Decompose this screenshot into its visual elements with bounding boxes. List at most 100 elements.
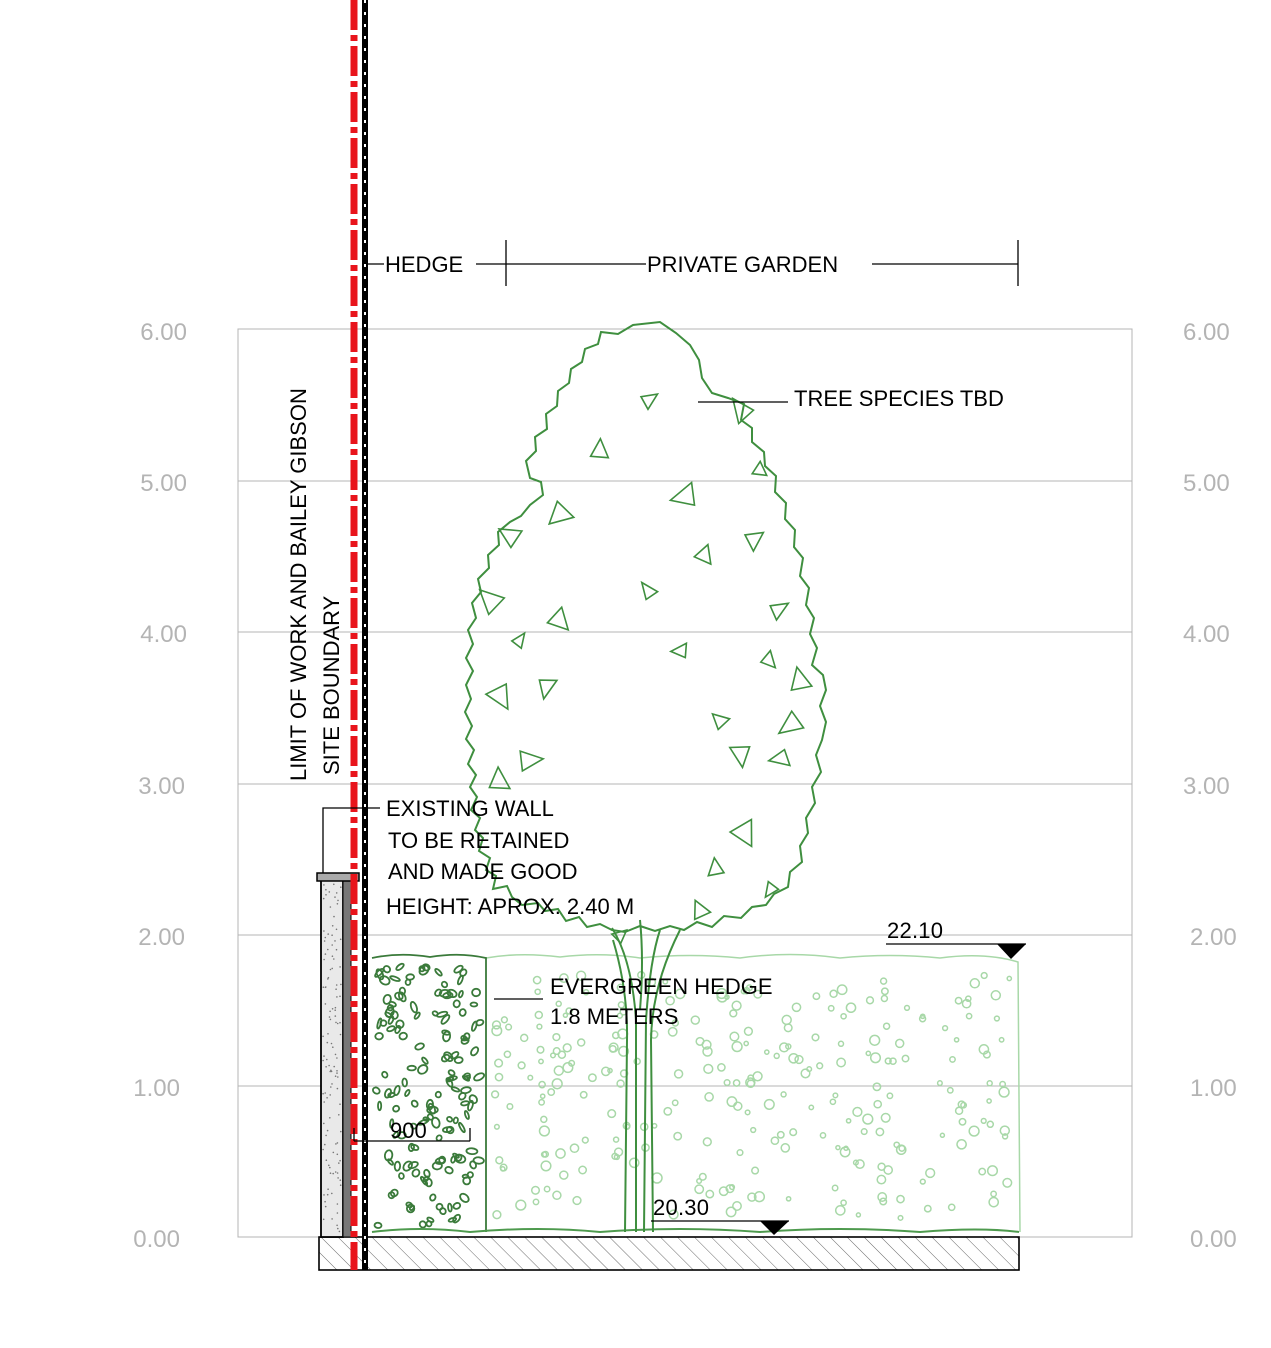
hedge-leaf bbox=[418, 1220, 427, 1229]
wall-speck bbox=[329, 1172, 332, 1174]
garden-leaf bbox=[854, 1159, 865, 1170]
wall-speck bbox=[335, 948, 338, 951]
wall-speck bbox=[322, 1148, 324, 1151]
garden-leaf bbox=[538, 1080, 546, 1089]
wall-speck bbox=[332, 1046, 334, 1048]
garden-leaf bbox=[840, 1012, 847, 1020]
level-ground-label: 20.30 bbox=[653, 1195, 709, 1220]
wall-speck bbox=[329, 1094, 332, 1096]
garden-leaf bbox=[978, 1167, 987, 1176]
garden-leaf bbox=[753, 989, 763, 999]
hedge-leaf bbox=[413, 1011, 421, 1020]
wall-speck bbox=[336, 1022, 339, 1025]
wall-speck bbox=[331, 955, 334, 957]
tree-trunk-left bbox=[612, 939, 629, 1233]
wall-speck bbox=[329, 906, 332, 908]
boundary-label: LIMIT OF WORK AND BAILEY GIBSON SITE BOU… bbox=[286, 388, 344, 781]
garden-leaf bbox=[543, 1185, 551, 1193]
hedge-leaf bbox=[404, 1089, 411, 1097]
hedge-leaf bbox=[390, 1010, 399, 1020]
hedge-leaf bbox=[452, 1152, 460, 1159]
garden-leaf bbox=[562, 1012, 569, 1019]
hedge-leaf bbox=[418, 964, 430, 976]
right-tick-label: 0.00 bbox=[1190, 1226, 1237, 1253]
hedge-leaf bbox=[382, 965, 391, 974]
wall-speck bbox=[323, 1055, 325, 1057]
garden-leaf bbox=[702, 1046, 713, 1057]
wall-speck bbox=[337, 1177, 339, 1179]
right-tick-label: 4.00 bbox=[1183, 621, 1230, 648]
garden-leaf bbox=[569, 1143, 580, 1154]
garden-leaf bbox=[608, 1044, 617, 1053]
hedge-leaf bbox=[447, 1202, 453, 1213]
garden-leaf bbox=[534, 988, 542, 996]
left-tick-label: 2.00 bbox=[138, 924, 185, 951]
garden-leaf bbox=[990, 1190, 998, 1198]
garden-leaf bbox=[673, 1131, 683, 1141]
garden-leaf bbox=[565, 1007, 573, 1015]
garden-planting bbox=[485, 953, 1021, 1233]
wall-speck bbox=[336, 1153, 339, 1156]
wall-speck bbox=[324, 936, 327, 939]
wall-speck bbox=[339, 1159, 341, 1162]
hedge-leaf bbox=[398, 1031, 408, 1041]
tree-leaf bbox=[693, 898, 713, 921]
hedge-leaf bbox=[449, 1051, 460, 1060]
garden-leaf bbox=[553, 1065, 565, 1076]
wall-speck bbox=[324, 986, 327, 989]
grid-frame bbox=[237, 328, 1133, 1238]
hedge-annotation: EVERGREEN HEDGE 1.8 METERS bbox=[494, 974, 773, 1029]
tree-leaf bbox=[488, 765, 512, 790]
hedge-leaf bbox=[459, 1192, 470, 1203]
garden-leaf bbox=[624, 1123, 631, 1130]
garden-leaf bbox=[840, 1199, 847, 1207]
hedge-leaf bbox=[376, 1017, 383, 1030]
hedge-leaf bbox=[435, 1202, 444, 1211]
garden-leaf bbox=[980, 1117, 987, 1125]
tree-leaf bbox=[545, 605, 570, 632]
hedge-leaf bbox=[423, 1168, 431, 1179]
ground-hatch bbox=[318, 1236, 1020, 1271]
garden-leaf bbox=[600, 1066, 611, 1077]
hedge-leaf bbox=[462, 1032, 471, 1042]
garden-leaf bbox=[541, 1150, 550, 1158]
garden-leaf bbox=[558, 973, 569, 984]
garden-leaf bbox=[816, 1062, 824, 1070]
garden-leaf bbox=[493, 1123, 500, 1130]
wall-speck bbox=[340, 886, 342, 888]
garden-leaf bbox=[519, 1033, 529, 1043]
hedge-leaf bbox=[418, 965, 426, 973]
wall-speck bbox=[324, 953, 327, 955]
hedge-zone-label: HEDGE bbox=[385, 252, 463, 277]
garden-leaf bbox=[613, 1147, 624, 1157]
hedge-leaf bbox=[395, 1019, 405, 1029]
wall-speck bbox=[336, 1087, 339, 1090]
garden-leaf bbox=[780, 1143, 791, 1153]
wall-speck bbox=[336, 1070, 338, 1072]
garden-leaf bbox=[763, 1098, 775, 1110]
tree-leaf bbox=[519, 749, 546, 773]
garden-leaf bbox=[750, 1126, 757, 1134]
garden-leaf bbox=[576, 1038, 586, 1047]
wall-speck bbox=[333, 883, 335, 886]
hedge-leaf bbox=[392, 1104, 401, 1113]
dimension-label: 900 bbox=[390, 1118, 427, 1143]
garden-leaf bbox=[918, 1014, 927, 1023]
garden-leaf bbox=[834, 1205, 846, 1216]
garden-leaf bbox=[836, 1057, 847, 1068]
garden-leaf bbox=[961, 998, 972, 1009]
garden-leaf bbox=[703, 1063, 714, 1075]
wall-speck bbox=[331, 925, 334, 927]
hedge-leaf bbox=[458, 1121, 466, 1134]
garden-leaf bbox=[607, 1109, 617, 1119]
hedge-leaf bbox=[398, 1172, 405, 1180]
wall-speck bbox=[328, 1064, 330, 1067]
wall-speck bbox=[331, 934, 333, 936]
wall-speck bbox=[336, 996, 338, 998]
hedge-leaf bbox=[410, 1143, 420, 1151]
wall-speck bbox=[335, 1143, 337, 1145]
tree bbox=[463, 320, 828, 1233]
garden-leaf bbox=[860, 1128, 868, 1136]
level-marker-ground: 20.30 bbox=[651, 1195, 789, 1235]
